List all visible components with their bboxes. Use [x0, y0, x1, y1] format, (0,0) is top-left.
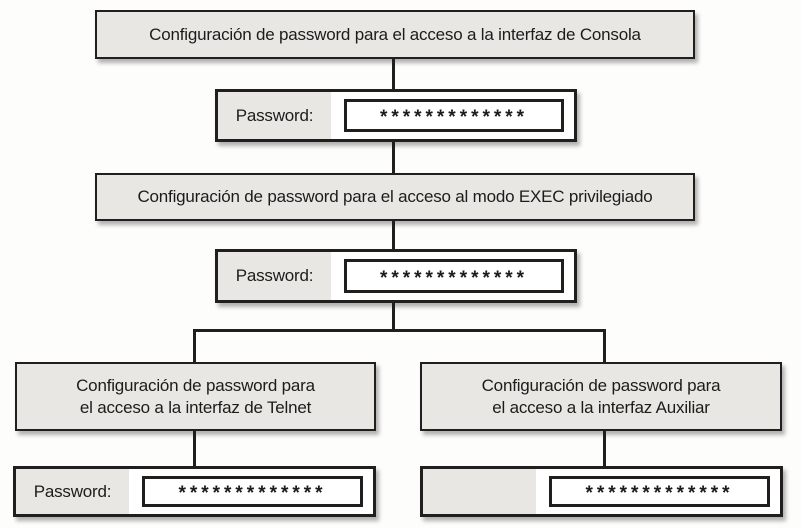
- password-box-console: Password: *************: [215, 89, 577, 142]
- node-console-config: Configuración de password para el acceso…: [95, 10, 695, 59]
- password-label-exec: Password:: [218, 252, 331, 300]
- node-exec-config: Configuración de password para el acceso…: [95, 173, 695, 221]
- connector-branch-left-drop: [193, 331, 196, 363]
- node-telnet-label-line2: el acceso a la interfaz de Telnet: [79, 397, 312, 417]
- node-telnet-label-line1: Configuración de password para: [76, 375, 315, 395]
- connector-telnet-to-password: [193, 430, 196, 467]
- password-field-wrap-console: *************: [331, 92, 574, 139]
- password-label-auxiliary: [423, 469, 536, 514]
- password-input-auxiliary[interactable]: *************: [549, 476, 770, 507]
- node-auxiliary-config: Configuración de password para el acceso…: [420, 362, 782, 431]
- password-box-auxiliary: *************: [420, 466, 783, 517]
- node-telnet-config: Configuración de password para el acceso…: [15, 362, 376, 431]
- password-field-wrap-exec: *************: [331, 252, 574, 300]
- password-box-telnet: Password: *************: [13, 466, 376, 517]
- password-box-exec: Password: *************: [215, 249, 577, 303]
- password-label-console: Password:: [218, 92, 331, 139]
- password-field-wrap-auxiliary: *************: [536, 469, 780, 514]
- password-label-telnet: Password:: [16, 469, 129, 514]
- password-input-exec[interactable]: *************: [344, 259, 564, 293]
- connector-password-to-branch: [392, 302, 395, 332]
- connector-branch-horizontal: [193, 329, 606, 332]
- connector-exec-to-password: [392, 220, 395, 250]
- connector-auxiliary-to-password: [603, 430, 606, 467]
- node-auxiliary-label-line1: Configuración de password para: [481, 375, 721, 395]
- password-input-console[interactable]: *************: [344, 99, 564, 132]
- node-auxiliary-label-line2: el acceso a la interfaz Auxiliar: [492, 397, 710, 417]
- password-field-wrap-telnet: *************: [129, 469, 373, 514]
- connector-branch-right-drop: [603, 331, 606, 363]
- password-input-telnet[interactable]: *************: [142, 476, 363, 507]
- connector-console-to-password: [392, 58, 395, 90]
- connector-password-to-exec: [392, 141, 395, 174]
